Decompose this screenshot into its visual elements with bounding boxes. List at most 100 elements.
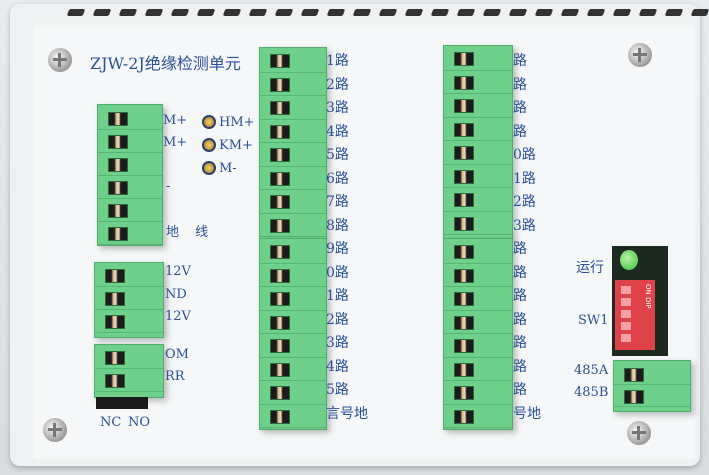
channel-label: 3路 xyxy=(513,217,536,234)
terminal-screw[interactable] xyxy=(270,268,290,283)
switch-label: SW1 xyxy=(578,313,609,328)
terminal-screw[interactable] xyxy=(108,135,128,149)
terminal-label: ND xyxy=(165,287,187,302)
dip-toggle[interactable] xyxy=(621,286,631,294)
vent-slot xyxy=(508,9,528,16)
terminal-screw[interactable] xyxy=(454,216,474,231)
terminal-divider xyxy=(260,356,326,358)
channel-label: 路 xyxy=(513,358,527,375)
channel-label: 路 xyxy=(513,288,527,304)
channel-label: 5路 xyxy=(326,147,349,163)
terminal-screw[interactable] xyxy=(454,292,474,306)
terminal-screw[interactable] xyxy=(105,269,125,283)
screw-icon xyxy=(627,421,651,445)
terminal-divider xyxy=(260,189,326,190)
terminal-screw[interactable] xyxy=(270,101,290,115)
terminal-screw[interactable] xyxy=(108,158,128,172)
terminal-block-channels-1-8 xyxy=(259,47,327,239)
terminal-divider xyxy=(444,187,512,188)
dip-toggle[interactable] xyxy=(621,310,631,318)
terminal-screw[interactable] xyxy=(454,99,474,113)
indicator-label: M- xyxy=(219,161,237,176)
vent-slot xyxy=(638,9,658,16)
terminal-screw[interactable] xyxy=(108,112,128,126)
terminal-screw[interactable] xyxy=(270,195,290,209)
terminal-divider xyxy=(444,403,512,405)
terminal-screw[interactable] xyxy=(105,374,125,388)
terminal-screw[interactable] xyxy=(270,218,290,233)
terminal-screw[interactable] xyxy=(270,54,290,68)
terminal-screw[interactable] xyxy=(454,146,474,160)
terminal-screw[interactable] xyxy=(270,362,290,377)
terminal-divider xyxy=(444,210,512,212)
terminal-divider xyxy=(260,333,326,334)
device-title: ZJW-2J绝缘检测单元 xyxy=(90,54,241,73)
terminal-label: M+ xyxy=(163,135,188,150)
terminal-screw[interactable] xyxy=(270,292,290,306)
terminal-screw[interactable] xyxy=(624,390,644,404)
screw-icon xyxy=(43,418,67,442)
terminal-screw[interactable] xyxy=(105,315,125,329)
terminal-screw[interactable] xyxy=(270,77,290,92)
terminal-screw[interactable] xyxy=(270,315,290,330)
terminal-screw[interactable] xyxy=(270,148,290,162)
channel-label: 4路 xyxy=(326,358,349,375)
terminal-divider xyxy=(444,427,512,428)
vent-slot xyxy=(196,9,216,16)
terminal-screw[interactable] xyxy=(108,227,128,241)
terminal-screw[interactable] xyxy=(270,386,290,400)
terminal-divider xyxy=(260,236,326,237)
channel-label: 2路 xyxy=(513,194,536,210)
terminal-screw[interactable] xyxy=(108,204,128,218)
terminal-divider xyxy=(444,380,512,381)
terminal-screw[interactable] xyxy=(454,122,474,137)
run-label: 运行 xyxy=(576,260,604,276)
terminal-screw[interactable] xyxy=(454,245,474,259)
terminal-screw[interactable] xyxy=(454,315,474,330)
terminal-screw[interactable] xyxy=(454,409,474,424)
terminal-divider xyxy=(614,406,690,407)
terminal-divider xyxy=(98,175,162,176)
terminal-label: - xyxy=(166,179,171,194)
terminal-screw[interactable] xyxy=(454,268,474,283)
terminal-label: OM xyxy=(165,347,189,362)
terminal-screw[interactable] xyxy=(624,368,644,382)
vent-slot xyxy=(300,9,320,16)
terminal-screw[interactable] xyxy=(454,339,474,353)
vent-slot xyxy=(456,9,476,16)
terminal-screw[interactable] xyxy=(270,245,290,259)
dip-toggle[interactable] xyxy=(621,298,631,306)
terminal-screw[interactable] xyxy=(454,193,474,207)
terminal-screw[interactable] xyxy=(454,52,474,66)
channel-label: 8路 xyxy=(326,217,349,234)
terminal-screw[interactable] xyxy=(454,362,474,377)
terminal-divider xyxy=(260,380,326,381)
terminal-divider xyxy=(260,71,326,73)
terminal-label: 12V xyxy=(165,309,191,324)
terminal-screw[interactable] xyxy=(454,169,474,184)
terminal-screw[interactable] xyxy=(270,339,290,353)
dip-switch[interactable]: ON DIP xyxy=(615,280,655,350)
indicator-led xyxy=(202,138,216,152)
vent-slot xyxy=(222,9,242,16)
terminal-screw[interactable] xyxy=(270,124,290,139)
terminal-screw[interactable] xyxy=(105,351,125,365)
dip-toggle[interactable] xyxy=(621,334,631,342)
terminal-screw[interactable] xyxy=(454,75,474,90)
rs485-label: 485A xyxy=(574,363,609,378)
terminal-screw[interactable] xyxy=(270,171,290,186)
terminal-divider xyxy=(260,262,326,264)
terminal-divider xyxy=(260,403,326,405)
channel-label: 7路 xyxy=(326,194,349,210)
terminal-screw[interactable] xyxy=(270,409,290,424)
channel-label: 路 xyxy=(513,382,527,398)
terminal-divider xyxy=(95,391,163,392)
terminal-screw[interactable] xyxy=(108,181,128,195)
terminal-divider xyxy=(260,142,326,143)
vent-slot xyxy=(274,9,294,16)
channel-label: 2路 xyxy=(326,76,349,93)
terminal-screw[interactable] xyxy=(105,292,125,306)
channel-label: 9路 xyxy=(326,241,349,257)
terminal-screw[interactable] xyxy=(454,386,474,400)
dip-toggle[interactable] xyxy=(621,322,631,330)
